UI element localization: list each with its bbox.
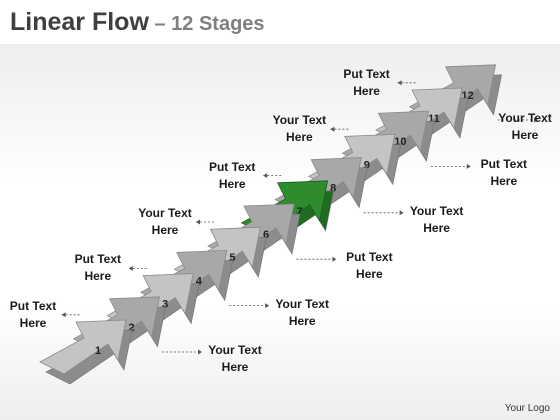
connector-arrowhead [128,265,133,271]
stage-label-line: Here [423,220,450,235]
page-title: Linear Flow – 12 Stages [10,4,265,40]
stage-label-line: Here [151,223,179,237]
stage-number: 4 [196,275,203,287]
stage-label-line: Here [286,130,313,145]
stage-label-line: Your Text [275,296,329,311]
stage-label-line: Here [84,269,112,284]
stage-label-line: Your Text [498,111,552,125]
stage-number: 9 [364,159,370,171]
stage-label-line: Here [218,176,246,191]
connector-arrowhead [61,312,66,318]
stage-number: 3 [162,299,168,311]
stage-label-line: Your Text [409,203,464,218]
stage-label-line: Put Text [9,298,57,313]
stage-label-line: Put Text [74,252,122,267]
title-main: Linear Flow [10,8,149,36]
connector-arrowhead [330,126,335,132]
stage-number: 11 [428,113,440,125]
stage-label-line: Here [288,313,316,328]
stage-number: 1 [95,345,101,357]
stage-label-line: Here [221,360,249,374]
stage-number: 5 [229,252,235,264]
stage-number: 8 [330,183,336,195]
stage-label-line: Put Text [346,250,393,265]
connector-arrowhead [466,163,471,169]
connector-arrowhead [263,173,268,179]
connector-arrowhead [397,80,402,86]
stage-label-line: Here [490,174,518,189]
stage-label-line: Your Text [138,206,192,220]
stage-arrow-face [39,319,127,375]
connector-arrowhead [534,117,538,123]
title-subtitle: 12 Stages [171,13,265,35]
stage-arrow-1: 1 [39,319,133,385]
stage-label-line: Put Text [343,66,390,81]
connector-arrowhead [265,303,270,309]
stage-label-line: Here [353,83,380,98]
stage-number: 2 [129,322,135,334]
stage-label-line: Put Text [208,159,256,174]
title-dash: – [148,13,172,35]
stage-label-line: Your Text [208,343,262,357]
stage-number: 7 [297,206,303,218]
connector-arrowhead [196,219,200,225]
connector-arrowhead [332,256,337,262]
connector-arrowhead [399,210,404,216]
connector-arrowhead [198,349,202,355]
logo-text: Your Logo [504,403,550,414]
stage-label-line: Here [19,315,47,330]
stage-label-line: Your Text [272,113,327,128]
stage-label-line: Put Text [480,157,528,172]
stage-label-line: Here [511,128,539,142]
stage-label-line: Here [356,267,383,282]
stage-number: 6 [263,229,269,241]
